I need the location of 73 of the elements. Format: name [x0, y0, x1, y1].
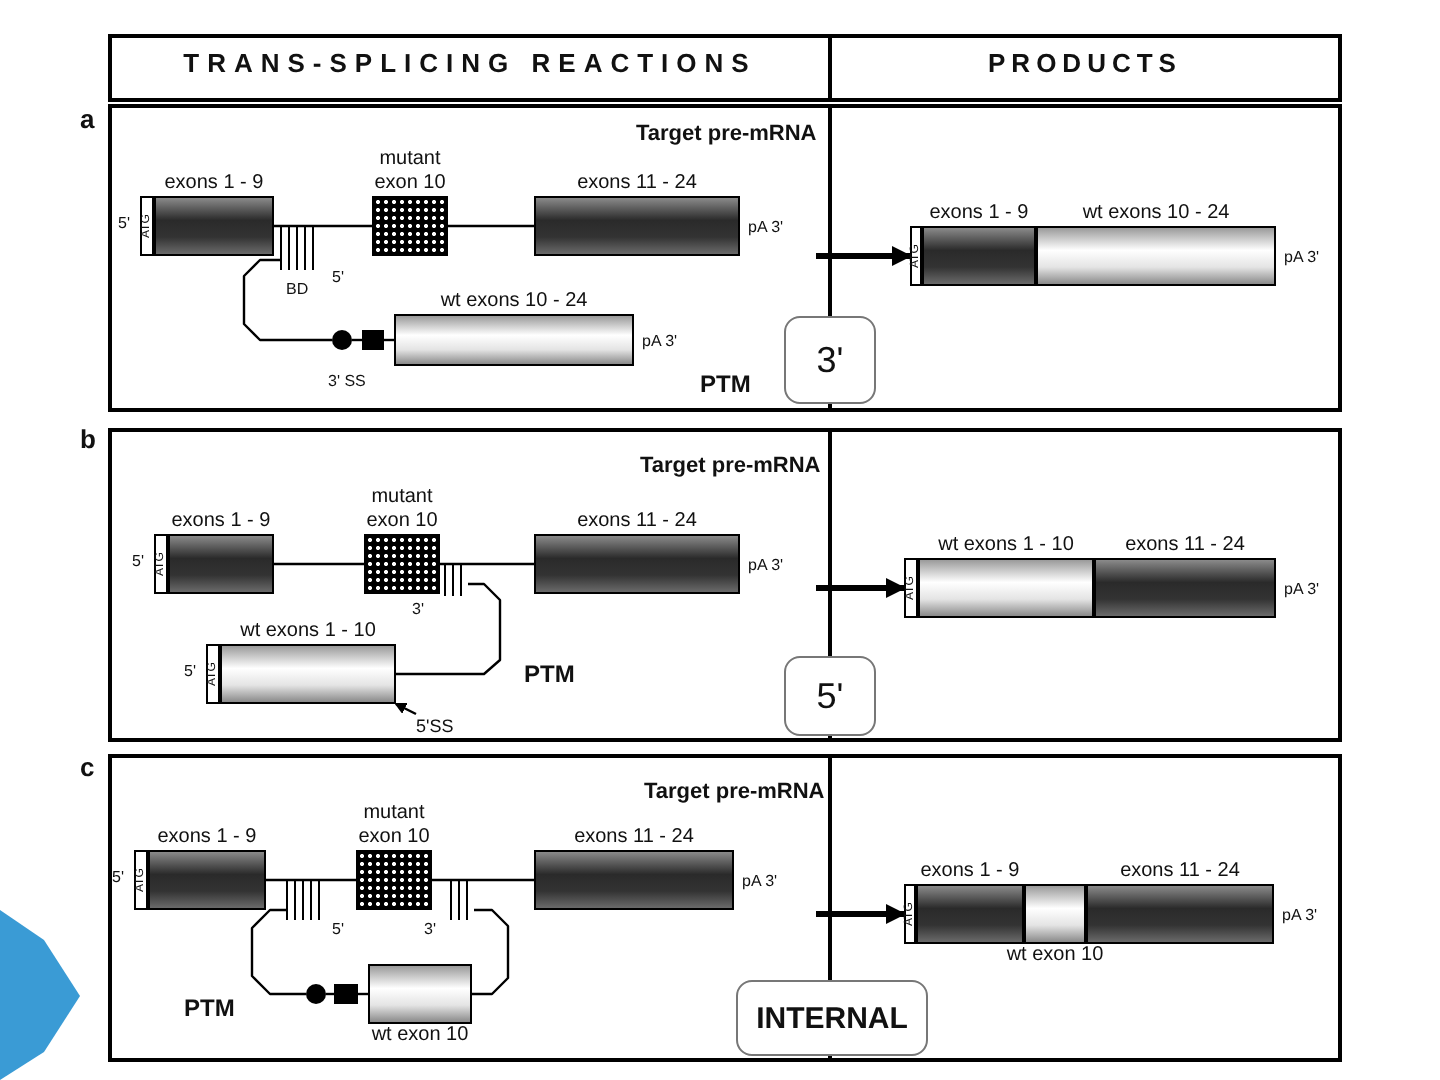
annotation-text: 5'	[112, 866, 124, 890]
binding-domain	[450, 880, 474, 920]
annotation-text: 5'	[118, 212, 130, 236]
exon-label: exons 1 - 9	[162, 172, 266, 196]
exon-label: wt exons 1 - 10	[936, 534, 1076, 558]
arrow	[816, 578, 906, 598]
strand-end-label: 5'	[332, 268, 344, 288]
panel-letter: b	[80, 424, 96, 454]
exon-label: exons 11 - 24	[575, 510, 699, 534]
table-header: TRANS-SPLICING REACTIONS	[181, 48, 759, 78]
exon-label: mutant exon 10	[356, 802, 432, 850]
exon-label: exons 11 - 24	[575, 172, 699, 196]
splice-type-box: 3'	[784, 316, 876, 404]
annotation-text: pA 3'	[748, 554, 784, 578]
annotation-text: pA 3'	[1284, 578, 1320, 602]
exon-label: wt exon 10	[369, 1024, 471, 1048]
molecule-title: Target pre-mRNA	[640, 454, 821, 480]
rna-strand-line	[472, 908, 510, 996]
leader-arrow	[394, 702, 417, 716]
annotation-text: pA 3'	[1282, 904, 1318, 928]
exon-label: wt exons 10 - 24	[1080, 202, 1232, 226]
splice-site-label: 5'SS	[416, 714, 468, 738]
exon-label: exons 1 - 9	[155, 826, 259, 850]
rna-strand-line	[274, 562, 364, 566]
annotation-text: BD	[286, 278, 309, 302]
arrow	[816, 246, 912, 266]
splice-type-box: 5'	[784, 656, 876, 736]
rna-strand-line	[250, 908, 306, 996]
exon-label: mutant exon 10	[364, 486, 440, 534]
rna-strand-line	[274, 224, 372, 228]
splice-type-box: INTERNAL	[736, 980, 928, 1056]
exon-label: wt exons 10 - 24	[438, 290, 590, 314]
molecule-title: Target pre-mRNA	[636, 122, 817, 148]
exon-label: wt exon 10	[1004, 944, 1106, 968]
molecule-title: PTM	[524, 660, 575, 688]
rna-strand-line	[242, 258, 332, 342]
rna-strand-line	[432, 878, 534, 882]
binding-domain	[280, 226, 316, 270]
rna-strand-line	[266, 878, 356, 882]
panel-letter: a	[80, 104, 95, 134]
annotation-text: pA 3'	[748, 216, 784, 240]
splice-site-label: 3' SS	[328, 372, 366, 392]
panel-letter: c	[80, 752, 95, 782]
annotation-text: pA 3'	[1284, 246, 1320, 270]
annotation-text: pA 3'	[642, 330, 678, 354]
rna-strand-line	[448, 224, 534, 228]
exon-label: exons 11 - 24	[572, 826, 696, 850]
exon-label: exons 11 - 24	[1123, 534, 1247, 558]
rna-strand-line	[440, 562, 534, 566]
exon-label: exons 1 - 9	[927, 202, 1031, 226]
annotation-text: 5'	[184, 660, 196, 684]
molecule-title: Target pre-mRNA	[644, 780, 825, 806]
exon-label: wt exons 1 - 10	[238, 620, 378, 644]
annotation-text: 5'	[132, 550, 144, 574]
strand-end-label: 5'	[332, 920, 344, 940]
branch-point-dot	[332, 330, 352, 350]
rna-strand-line	[396, 582, 502, 676]
molecule-title: PTM	[700, 370, 751, 398]
table-header: PRODUCTS	[986, 48, 1184, 78]
annotation-text: pA 3'	[742, 870, 778, 894]
exon-label: exons 1 - 9	[169, 510, 273, 534]
arrow	[816, 904, 906, 924]
strand-end-label: 3'	[424, 920, 436, 940]
branch-point-dot	[306, 984, 326, 1004]
binding-domain	[286, 880, 326, 920]
exon-label: exons 1 - 9	[918, 860, 1022, 884]
binding-domain	[444, 564, 468, 596]
exon-label: mutant exon 10	[372, 148, 448, 196]
molecule-title: PTM	[184, 994, 235, 1022]
square-marker	[362, 330, 384, 350]
strand-end-label: 3'	[412, 600, 424, 620]
exon-label: exons 11 - 24	[1118, 860, 1242, 884]
square-marker	[334, 984, 358, 1004]
